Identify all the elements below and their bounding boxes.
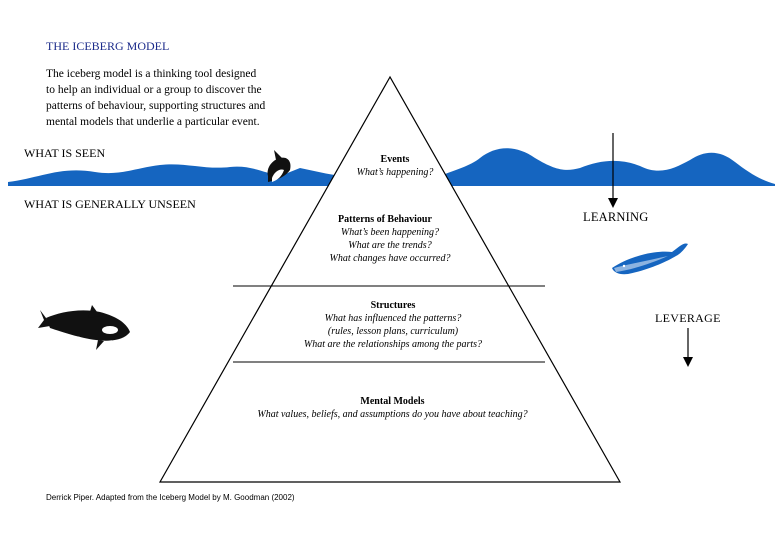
intro-line: to help an individual or a group to disc… — [46, 84, 262, 96]
learning-label: LEARNING — [583, 210, 649, 224]
section-question: What are the relationships among the par… — [303, 339, 483, 350]
mental-models-section: Mental Models What values, beliefs, and … — [220, 395, 565, 421]
intro-line: The iceberg model is a thinking tool des… — [46, 68, 257, 80]
credit-text: Derrick Piper. Adapted from the Iceberg … — [46, 493, 295, 502]
orca-icon — [38, 305, 130, 350]
section-question: What changes have occurred? — [329, 253, 451, 264]
structures-section: Structures What has influenced the patte… — [268, 299, 518, 351]
section-heading: Structures — [370, 300, 416, 311]
what-is-seen-label: WHAT IS SEEN — [24, 146, 106, 160]
section-question: What’s happening? — [356, 167, 434, 178]
whale-icon — [612, 243, 688, 275]
water-waves — [8, 148, 775, 186]
learning-arrow — [608, 133, 618, 208]
section-heading: Events — [380, 154, 410, 165]
page-title: THE ICEBERG MODEL — [46, 39, 170, 53]
what-is-unseen-label: WHAT IS GENERALLY UNSEEN — [24, 197, 196, 211]
intro-line: patterns of behaviour, supporting struct… — [46, 100, 266, 112]
intro-paragraph: The iceberg model is a thinking tool des… — [46, 66, 276, 130]
section-question: What are the trends? — [348, 240, 432, 251]
leverage-label: LEVERAGE — [655, 311, 721, 325]
orca-surface-icon — [267, 150, 291, 182]
patterns-section: Patterns of Behaviour What’s been happen… — [300, 213, 480, 265]
intro-line: mental models that underlie a particular… — [46, 116, 260, 128]
section-question: What’s been happening? — [340, 227, 440, 238]
section-heading: Patterns of Behaviour — [338, 214, 432, 225]
section-question: (rules, lesson plans, curriculum) — [327, 326, 459, 337]
iceberg-pyramid — [158, 75, 622, 483]
section-question: What has influenced the patterns? — [324, 313, 462, 324]
section-heading: Mental Models — [360, 396, 425, 407]
leverage-arrow — [683, 328, 693, 367]
section-question: What values, beliefs, and assumptions do… — [257, 409, 528, 420]
events-section: Events What’s happening? — [330, 153, 460, 179]
